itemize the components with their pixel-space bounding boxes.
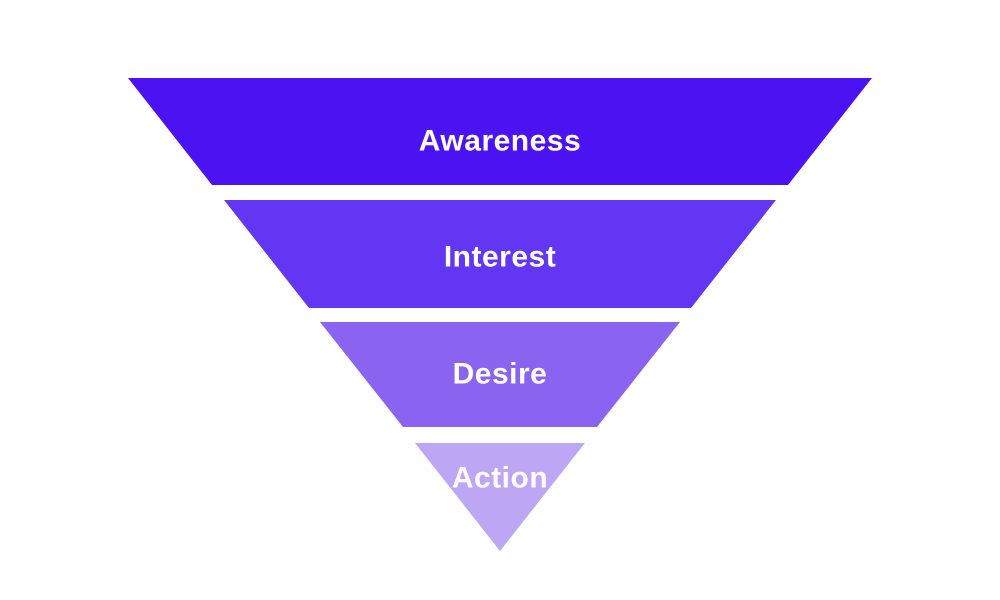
funnel-stage-awareness-shape	[128, 78, 872, 185]
funnel-stage-interest: Interest	[224, 200, 776, 308]
funnel-stage-desire-shape	[320, 322, 680, 427]
funnel-stage-action-shape	[415, 443, 585, 551]
funnel-stage-awareness: Awareness	[128, 78, 872, 185]
funnel-stage-desire-label: Desire	[453, 358, 548, 391]
funnel-stage-action: Action	[415, 443, 585, 551]
funnel-stage-awareness-label: Awareness	[419, 125, 581, 158]
funnel-stage-interest-shape	[224, 200, 776, 308]
funnel-stage-interest-label: Interest	[444, 241, 556, 274]
funnel-stage-desire: Desire	[320, 322, 680, 427]
funnel-stage-action-label: Action	[452, 462, 548, 495]
